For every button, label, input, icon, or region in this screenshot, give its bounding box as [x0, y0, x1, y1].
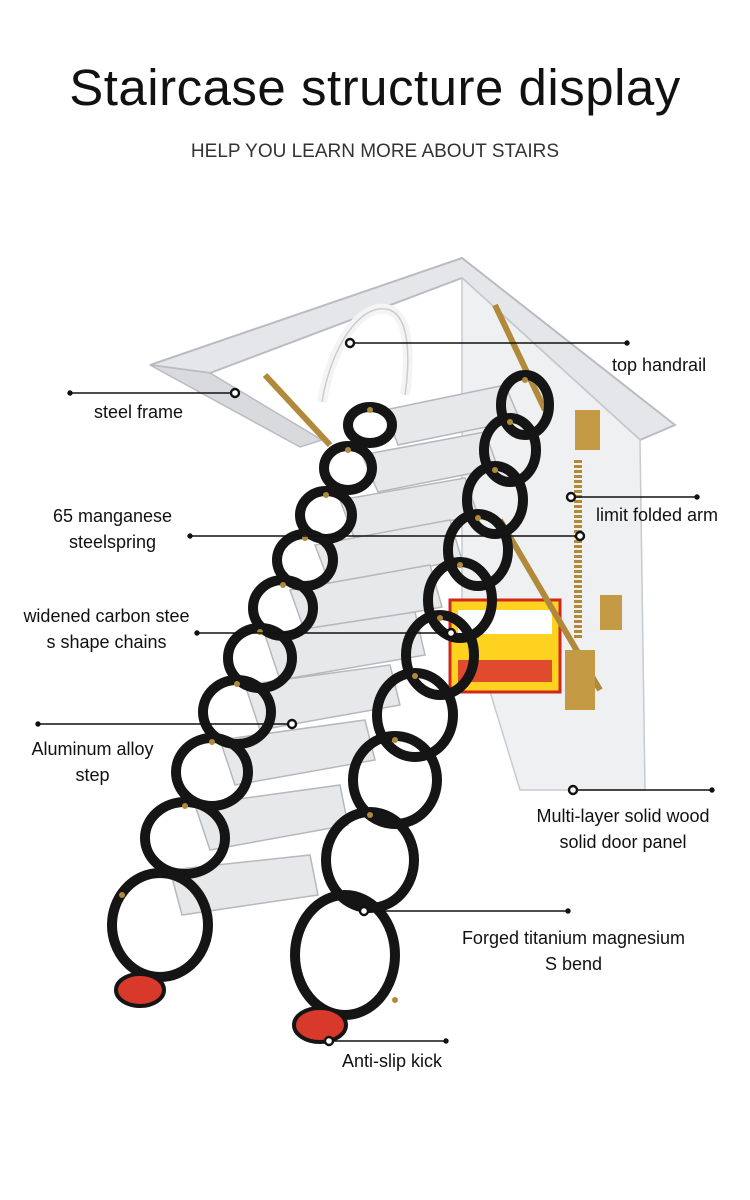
label-top-handrail: top handrail [612, 355, 707, 375]
label-manganese-spring-line1: 65 manganese [52, 506, 173, 526]
label-s-bend-line2: S bend [544, 954, 603, 974]
label-chains-line2: s shape chains [46, 632, 167, 652]
callout-lines [35, 337, 715, 1047]
page-subtitle: HELP YOU LEARN MORE ABOUT STAIRS [190, 141, 560, 162]
label-aluminum-step-line2: step [75, 765, 110, 785]
s-chains-right [290, 370, 554, 1020]
label-s-bend: Forged titanium magnesium S bend [436, 925, 711, 977]
label-chains: widened carbon stee s shape chains [4, 603, 209, 655]
label-door-panel-line1: Multi-layer solid wood [536, 806, 710, 826]
label-aluminum-step: Aluminum alloy step [10, 736, 175, 788]
limit-folded-arm [262, 303, 622, 710]
bolts [119, 377, 528, 1003]
anti-slip-feet [114, 972, 348, 1044]
label-limit-folded-arm: limit folded arm [596, 505, 719, 525]
label-door-panel-line2: solid door panel [559, 832, 687, 852]
label-anti-slip-kick: Anti-slip kick [342, 1051, 443, 1071]
label-manganese-spring: 65 manganese steelspring [30, 503, 195, 555]
label-steel-frame: steel frame [94, 402, 184, 422]
label-aluminum-step-line1: Aluminum alloy [31, 739, 154, 759]
label-door-panel: Multi-layer solid wood solid door panel [508, 803, 738, 855]
page-title: Staircase structure display [69, 59, 681, 116]
label-s-bend-line1: Forged titanium magnesium [461, 928, 686, 948]
label-chains-line1: widened carbon stee [23, 606, 190, 626]
label-manganese-spring-line2: steelspring [68, 532, 157, 552]
